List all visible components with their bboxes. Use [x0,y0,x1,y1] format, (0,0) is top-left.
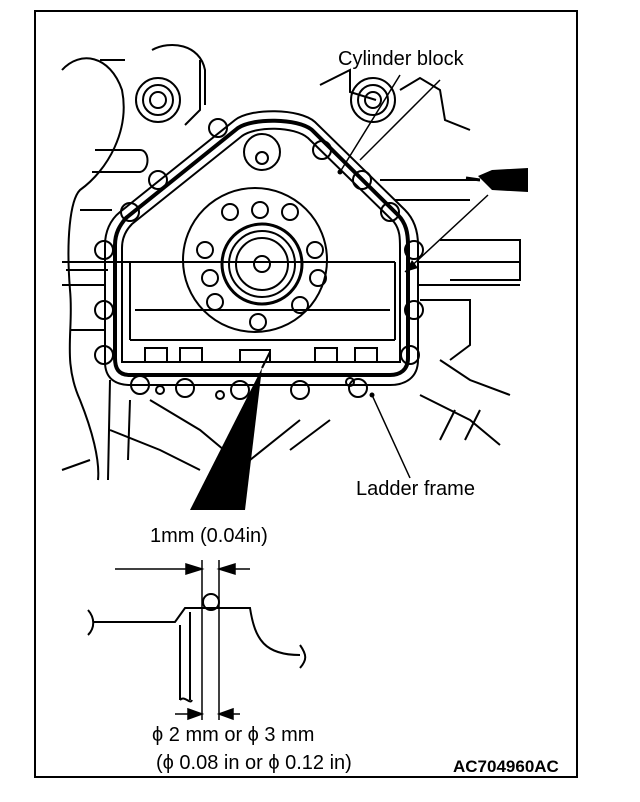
ladder-frame-holes [155,377,355,400]
ladder-frame-label: Ladder frame [356,478,475,500]
crankshaft-end [182,133,328,333]
diagram-frame [34,10,578,778]
bead-dimension [175,707,240,721]
ladder-frame-rail [62,261,520,341]
gap-dimension-label: 1mm (0.04in) [150,525,268,547]
cylinder-block-flange [104,110,419,386]
bottom-bolts [144,347,378,363]
sealant-bead [113,118,410,377]
leader-lines [339,74,489,479]
upper-left-boss [135,77,181,123]
engine-block-outline [61,43,521,481]
figure-code: AC704960AC [453,757,559,776]
bead-size-metric-label: ϕ 2 mm or ϕ 3 mm [152,724,315,746]
cylinder-block-label: Cylinder block [338,48,464,70]
sealant-tube-icon [465,168,528,192]
section-detail [87,560,307,720]
upper-right-boss [350,77,396,123]
section-callout-wedge [190,368,262,510]
gap-dimension [115,562,250,576]
bead-size-imperial-label: (ϕ 0.08 in or ϕ 0.12 in) [156,752,352,774]
